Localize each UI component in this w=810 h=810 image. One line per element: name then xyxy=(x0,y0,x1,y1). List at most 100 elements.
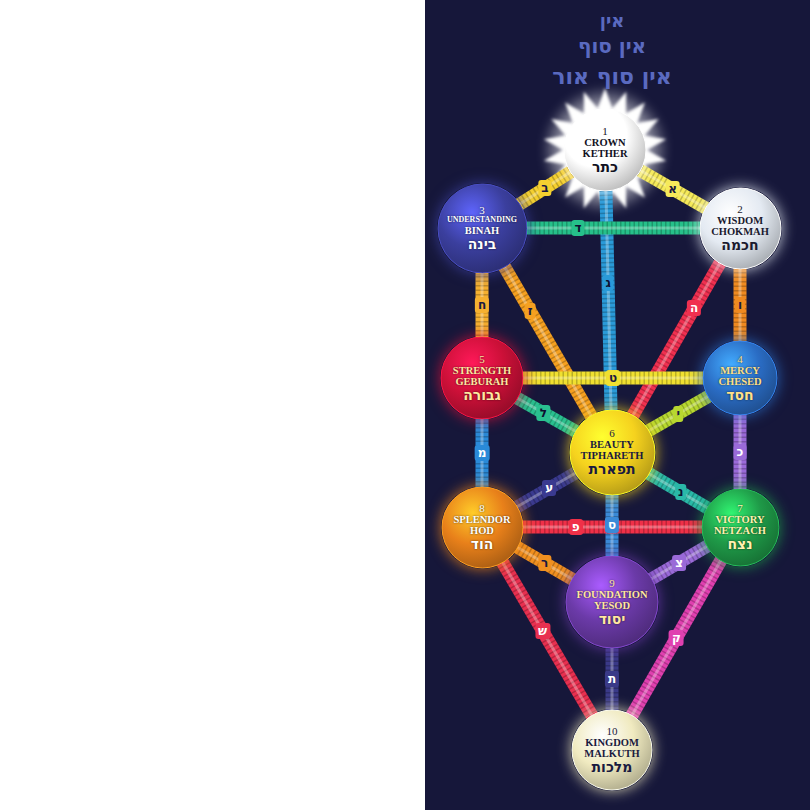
path-letter: ג xyxy=(602,275,613,291)
path-letter: כ xyxy=(734,444,747,460)
white-margin xyxy=(0,0,425,810)
path-letter: ק xyxy=(669,630,684,646)
path-tube-body xyxy=(606,647,619,711)
path-letter: ל xyxy=(537,405,550,421)
sephirah-transliteration: CHESED xyxy=(718,376,761,388)
sephirah-label: 2WISDOMCHOKMAHחכמה xyxy=(711,203,769,254)
sephirah-hebrew: יסוד xyxy=(577,612,648,627)
path-letter: ש xyxy=(535,623,550,639)
path-tube-shine xyxy=(651,546,708,579)
sephirah-name: KINGDOM xyxy=(584,737,639,749)
sephirah-name: SPLENDOR xyxy=(453,514,510,526)
title-inscription: אין סוף xyxy=(578,34,646,58)
path-tube-shine xyxy=(640,170,706,208)
path-tube-ribs xyxy=(516,473,576,508)
sephirah-hebrew: נצח xyxy=(714,537,766,552)
sephirah-transliteration: KETHER xyxy=(583,148,628,160)
sephirah-sphere: 9FOUNDATIONYESODיסוד xyxy=(565,555,659,649)
path-tube-body xyxy=(476,418,489,488)
path-tube xyxy=(648,396,709,431)
path-tube-ribs xyxy=(648,473,708,508)
sephirah-transliteration: CHOKMAH xyxy=(711,226,769,238)
sephirah-label: 3UNDERSTANDINGBINAHבינה xyxy=(447,204,517,252)
path-tube-ribs xyxy=(516,547,573,580)
sephirah-sphere: 4MERCYCHESEDחסד xyxy=(702,340,778,416)
path-letter: נ xyxy=(675,484,686,500)
sephirah-transliteration: BINAH xyxy=(447,225,517,237)
sephirah-label: 1CROWNKETHERכתר xyxy=(583,125,628,176)
path-tube-ribs xyxy=(517,398,576,432)
path-tube xyxy=(651,546,708,579)
sephirah-transliteration: NETZACH xyxy=(714,525,766,537)
path-letter: י xyxy=(674,406,684,422)
path-tube-ribs xyxy=(476,418,489,488)
path-letter: ו xyxy=(735,297,745,313)
sephirah-name: FOUNDATION xyxy=(577,589,648,601)
title-inscription: אין סוף אור xyxy=(552,64,672,89)
path-tube-ribs xyxy=(734,268,747,343)
sephirah-sphere: 6BEAUTYTIPHARETHתפארת xyxy=(569,409,656,496)
sephirah-hebrew: הוד xyxy=(453,537,510,552)
sephirah-number: 6 xyxy=(580,427,643,439)
path-tube-shine xyxy=(519,171,571,204)
sephirah-sphere: 3UNDERSTANDINGBINAHבינה xyxy=(437,183,528,274)
sephirah-hebrew: תפארת xyxy=(580,462,643,477)
sephirah-label: 6BEAUTYTIPHARETHתפארת xyxy=(580,427,643,478)
path-tube-body xyxy=(519,171,571,204)
path-tube-shine xyxy=(516,547,573,580)
path-tube-ribs xyxy=(734,414,747,490)
path-tube-ribs xyxy=(519,171,571,204)
path-tube-body xyxy=(517,398,576,432)
sephirah-name: STRENGTH xyxy=(453,365,511,377)
sephirah-name: UNDERSTANDING xyxy=(447,216,517,225)
sephirah-sphere: 7VICTORYNETZACHנצח xyxy=(701,488,780,567)
sephirah-label: 8SPLENDORHODהוד xyxy=(453,502,510,553)
path-letter: ח xyxy=(475,297,489,313)
sephirah-name: VICTORY xyxy=(714,514,766,526)
path-letter: א xyxy=(665,181,680,197)
path-tube-ribs xyxy=(476,272,489,339)
path-tube-shine xyxy=(517,398,576,432)
path-letter: ס xyxy=(605,517,619,533)
sephirah-label: 4MERCYCHESEDחסד xyxy=(718,353,761,404)
sephirah-name: CROWN xyxy=(583,137,628,149)
sephirah-hebrew: כתר xyxy=(583,160,628,175)
sephirah-hebrew: חסד xyxy=(718,388,761,403)
sephirah-number: 8 xyxy=(453,502,510,514)
path-letter: ט xyxy=(606,370,620,386)
sephirah-transliteration: YESOD xyxy=(577,600,648,612)
path-tube-ribs xyxy=(651,546,708,579)
path-tube-body xyxy=(516,473,576,508)
path-tube-ribs xyxy=(526,222,701,235)
sephirah-hebrew: בינה xyxy=(447,237,517,252)
sephirah-number: 5 xyxy=(453,353,511,365)
sephirah-hebrew: גבורה xyxy=(453,388,511,403)
sephirah-transliteration: TIPHARETH xyxy=(580,450,643,462)
path-tube-body xyxy=(526,222,701,235)
path-letter: פ xyxy=(569,519,583,535)
path-tube-body xyxy=(606,494,619,558)
sephirah-label: 7VICTORYNETZACHנצח xyxy=(714,502,766,553)
sephirah-number: 1 xyxy=(583,125,628,137)
sephirah-number: 9 xyxy=(577,577,648,589)
path-letter: צ xyxy=(672,555,686,571)
sephirah-transliteration: HOD xyxy=(453,525,510,537)
path-letter: ד xyxy=(571,220,584,236)
path-tube-shine xyxy=(648,396,709,431)
path-tube-body xyxy=(648,473,708,508)
sephirah-transliteration: MALKUTH xyxy=(584,748,639,760)
sephirah-number: 7 xyxy=(714,502,766,514)
crown-glow xyxy=(547,92,663,208)
path-tube-body xyxy=(651,546,708,579)
path-tube xyxy=(526,228,701,229)
sephirah-number: 3 xyxy=(447,204,517,216)
path-letter: ז xyxy=(525,303,536,319)
sephirah-sphere: 1CROWNKETHERכתר xyxy=(563,108,647,192)
path-tube-body xyxy=(734,414,747,490)
sephirah-label: 9FOUNDATIONYESODיסוד xyxy=(577,577,648,628)
path-tube-body xyxy=(734,268,747,343)
sephirah-label: 5STRENGTHGEBURAHגבורה xyxy=(453,353,511,404)
